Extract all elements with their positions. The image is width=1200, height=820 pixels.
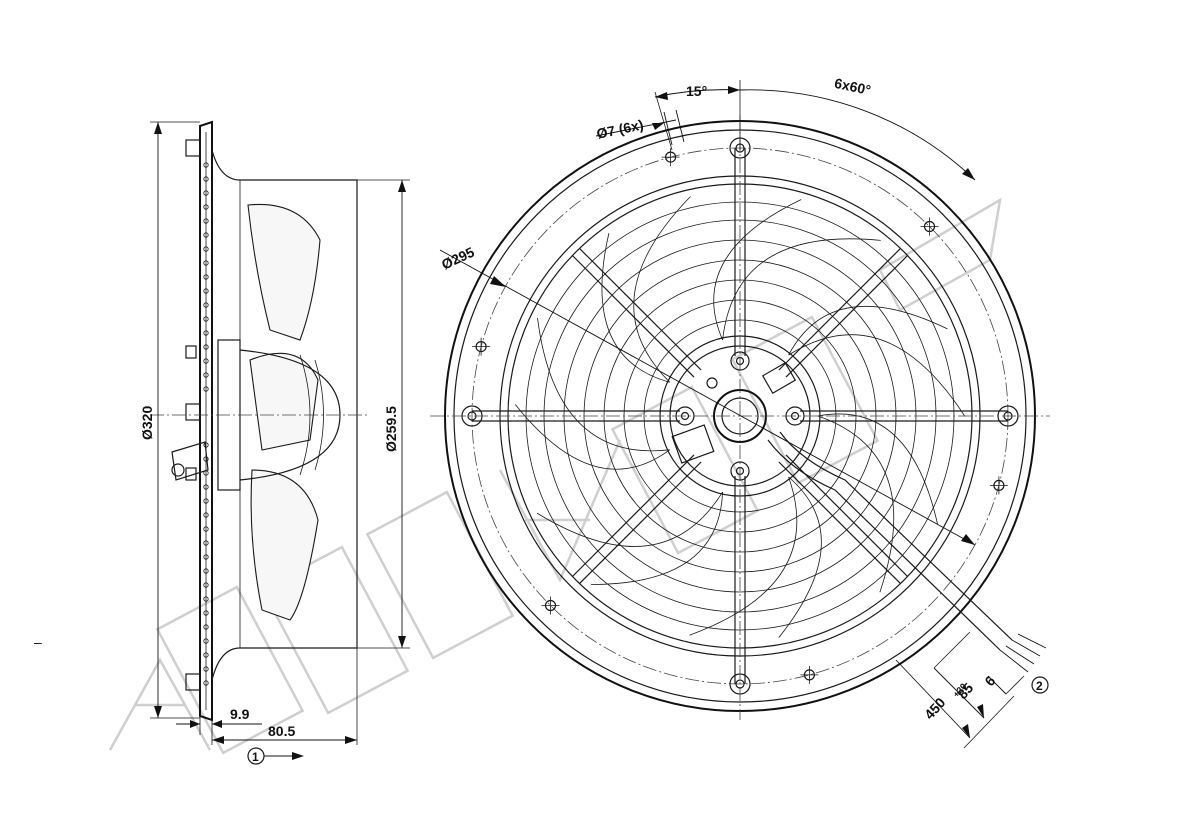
side-blade-mid: [249, 352, 319, 451]
flange-hole: [203, 386, 209, 392]
flange-hole: [203, 218, 209, 224]
flange-hole: [203, 526, 209, 532]
flange-hole: [203, 302, 209, 308]
flange-hole: [203, 372, 209, 378]
flange-hole: [203, 288, 209, 294]
front-mounting-holes: [472, 148, 1008, 684]
flange-hole: [203, 484, 209, 490]
cable-marker-label: 2: [1036, 679, 1043, 693]
front-cable: [767, 439, 1001, 651]
blade-edge: [778, 476, 822, 638]
dim-overall-diameter: Ø320: [139, 406, 155, 440]
flange-hole: [203, 162, 209, 168]
guard-spoke: [571, 255, 695, 378]
blade-edge: [590, 491, 723, 585]
flange-hole: [203, 610, 209, 616]
guard-spoke: [579, 247, 702, 371]
flange-hole: [203, 638, 209, 644]
blade-edge: [537, 317, 670, 452]
dim-bolt-pattern: 6x60°: [833, 75, 872, 98]
flange-hole: [203, 554, 209, 560]
dim-depth: 80.5: [268, 723, 295, 739]
flange-hole: [203, 582, 209, 588]
flange-hole: [203, 568, 209, 574]
flange-hole: [203, 624, 209, 630]
guard-spoke: [778, 461, 901, 585]
side-blade-lower: [250, 469, 319, 621]
flange-hole: [203, 260, 209, 266]
flange-hole: [203, 666, 209, 672]
dim-cable-length: 450: [921, 694, 949, 722]
front-blades: [514, 196, 966, 638]
blade-edge: [713, 199, 802, 341]
flange-hole: [203, 316, 209, 322]
dim-flange-offset: 9.9: [230, 706, 250, 722]
flange-hole: [203, 498, 209, 504]
flange-hole: [203, 512, 209, 518]
side-venturi: [211, 149, 358, 681]
side-view: Ø320 Ø259.5 9.9 80.5 1: [139, 120, 410, 765]
flange-hole: [203, 246, 209, 252]
blade-edge: [689, 476, 798, 636]
flange-hole: [203, 652, 209, 658]
edge-mark: –: [34, 634, 42, 650]
flange-hole: [203, 680, 209, 686]
flange-hole: [203, 274, 209, 280]
guard-spoke: [579, 461, 702, 585]
flange-hole: [203, 330, 209, 336]
flange-hole: [203, 358, 209, 364]
cable-marker: [1031, 676, 1049, 694]
side-flange-holes: [203, 162, 209, 686]
flange-hole: [203, 540, 209, 546]
front-view: 15° 6x60° Ø7 (6x) Ø295 450 +20 85 6: [430, 75, 1050, 749]
dim-hole-size: Ø7 (6x): [595, 116, 645, 142]
flange-hole: [203, 344, 209, 350]
guard-spoke: [778, 247, 901, 371]
blade-edge: [633, 196, 691, 383]
flange-hole: [203, 596, 209, 602]
dim-wire-strip: 6: [981, 672, 998, 689]
side-blade-upper: [247, 203, 321, 341]
blade-edge: [788, 334, 966, 417]
side-cable-gland: [171, 441, 209, 481]
flange-hole: [203, 232, 209, 238]
blade-edge: [788, 305, 948, 356]
flange-hole: [203, 176, 209, 182]
blade-edge: [722, 238, 881, 341]
dim-inner-diameter: Ø259.5: [383, 406, 399, 452]
blade-edge: [601, 233, 670, 383]
blade-edge: [514, 404, 670, 470]
blade-edge: [817, 413, 938, 524]
guard-spoke: [785, 255, 909, 378]
airflow-marker-label: 1: [252, 750, 259, 764]
flange-hole: [203, 190, 209, 196]
blade-edge: [817, 415, 895, 593]
blade-edge: [536, 491, 723, 547]
dim-angle-offset: 15°: [686, 83, 707, 99]
dim-bolt-circle: Ø295: [439, 244, 477, 273]
guard-spoke: [571, 454, 695, 577]
flange-hole: [203, 204, 209, 210]
